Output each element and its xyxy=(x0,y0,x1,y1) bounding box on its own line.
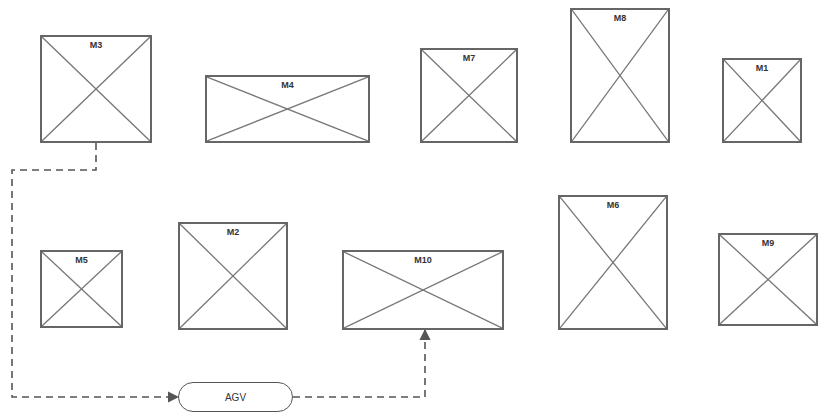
machine-label: M4 xyxy=(279,80,296,91)
cross-mark xyxy=(572,10,668,141)
machine-box: M6 xyxy=(558,195,668,330)
machine-box: M10 xyxy=(342,250,504,330)
agv-path xyxy=(12,143,178,397)
machine-label: AGV xyxy=(223,392,248,403)
agv-vehicle: AGV xyxy=(178,382,293,412)
machine-box: M8 xyxy=(570,8,670,143)
machine-box: M9 xyxy=(718,233,818,326)
cross-mark xyxy=(560,197,666,328)
agv-path xyxy=(293,330,425,397)
machine-label: M10 xyxy=(412,255,434,266)
machine-label: M3 xyxy=(88,40,105,51)
machine-label: M2 xyxy=(225,227,242,238)
machine-box: M2 xyxy=(178,222,288,330)
machine-label: M9 xyxy=(760,238,777,249)
machine-box: M5 xyxy=(40,250,123,328)
machine-label: M1 xyxy=(754,63,771,74)
machine-label: M8 xyxy=(612,13,629,24)
machine-box: M7 xyxy=(420,48,518,143)
machine-box: M3 xyxy=(40,35,152,143)
cross-mark xyxy=(42,37,150,141)
machine-label: M7 xyxy=(461,53,478,64)
machine-box: M4 xyxy=(205,75,370,143)
machine-box: M1 xyxy=(722,58,802,143)
cross-mark xyxy=(180,224,286,328)
machine-label: M5 xyxy=(73,255,90,266)
machine-label: M6 xyxy=(605,200,622,211)
